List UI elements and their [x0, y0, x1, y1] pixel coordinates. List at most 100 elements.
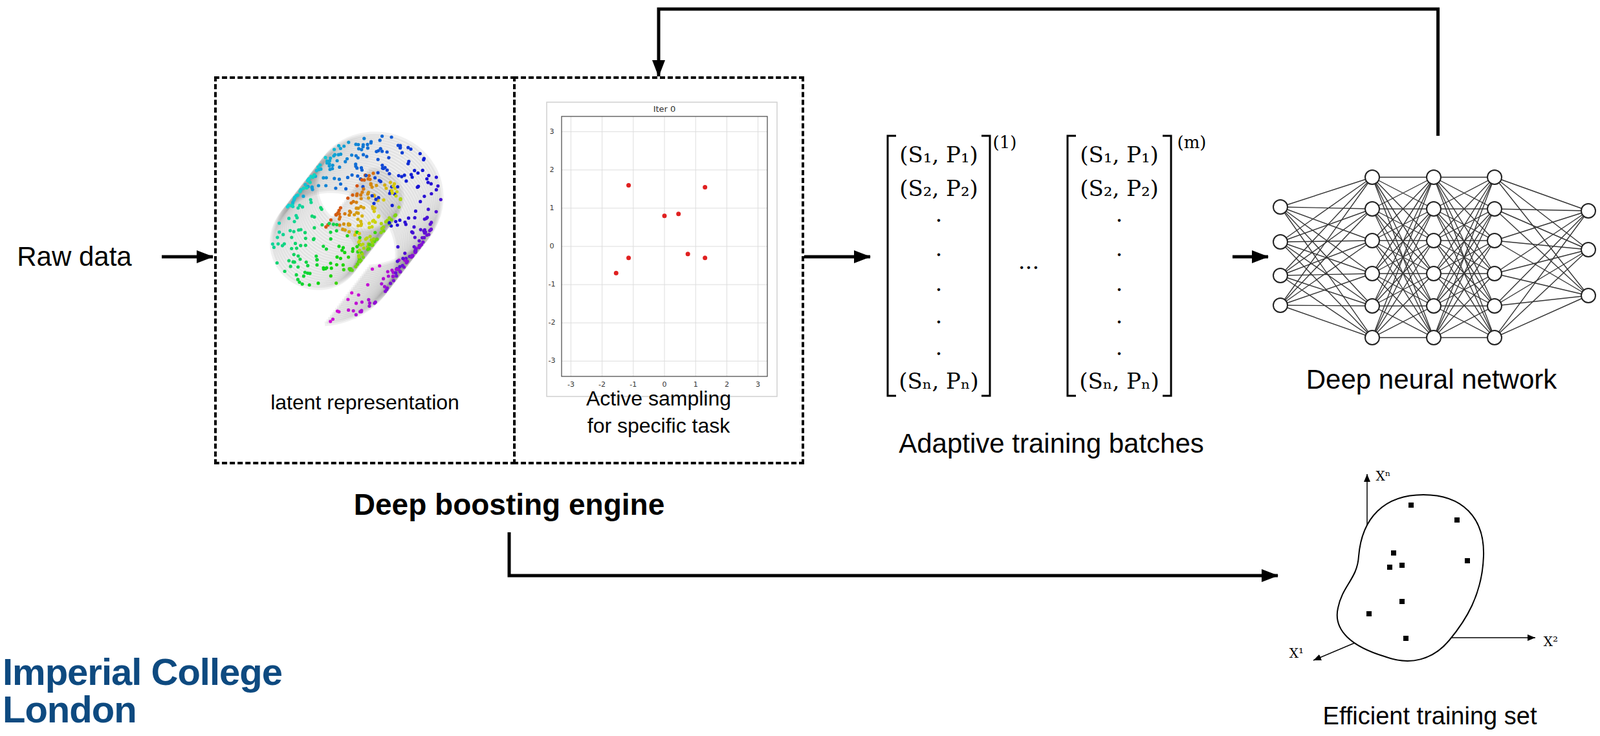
latent-point — [362, 246, 366, 250]
institution-logo: Imperial College London — [2, 653, 307, 729]
latent-point — [295, 273, 299, 277]
latent-point — [388, 282, 393, 286]
grid-line — [561, 169, 768, 171]
network-edge — [1280, 241, 1373, 307]
network-edge — [1280, 305, 1373, 307]
latent-point — [394, 271, 398, 275]
network-neuron — [1365, 266, 1380, 281]
latent-point — [342, 144, 346, 148]
latent-point — [401, 256, 405, 261]
latent-point — [289, 247, 294, 251]
latent-point — [301, 194, 305, 198]
latent-point — [343, 159, 347, 164]
roll-surface — [310, 141, 437, 275]
latent-point — [320, 207, 324, 211]
network-edge — [1433, 240, 1495, 338]
latent-point — [397, 265, 402, 269]
latent-point — [367, 247, 371, 251]
latent-point — [355, 166, 359, 170]
grid-line — [561, 246, 768, 248]
latent-point — [347, 223, 351, 227]
latent-point — [333, 153, 337, 157]
tick-label: 2 — [724, 381, 730, 390]
latent-point — [339, 152, 343, 156]
latent-point — [291, 200, 295, 204]
network-neuron — [1273, 298, 1288, 313]
latent-point — [369, 139, 373, 143]
latent-point — [357, 249, 362, 253]
network-neuron — [1365, 298, 1380, 314]
latent-point — [395, 223, 400, 227]
latent-point — [357, 231, 362, 235]
latent-point — [356, 223, 360, 228]
network-edge — [1280, 305, 1373, 338]
network-neuron — [1581, 242, 1596, 257]
latent-point — [335, 159, 340, 163]
latent-point — [293, 241, 297, 246]
latent-point — [426, 181, 430, 185]
network-edge — [1372, 306, 1434, 338]
latent-point — [364, 237, 368, 241]
network-neuron — [1426, 330, 1441, 345]
network-edge — [1433, 273, 1495, 338]
matrix-entry: (S₂, P₂) — [899, 175, 979, 202]
latent-point — [332, 147, 336, 151]
latent-point — [355, 174, 360, 178]
latent-point — [386, 155, 391, 160]
latent-point — [354, 313, 358, 317]
latent-point — [390, 191, 395, 195]
latent-point — [321, 175, 325, 180]
latent-point — [394, 213, 398, 217]
latent-point — [394, 219, 398, 224]
latent-point — [328, 319, 332, 323]
network-neuron — [1487, 170, 1502, 185]
network-edge — [1280, 177, 1373, 242]
network-edge — [1494, 249, 1589, 307]
flow-arrow — [804, 255, 871, 259]
latent-point — [346, 297, 350, 301]
plot-image — [546, 102, 778, 397]
matrix-entry: . — [1116, 271, 1124, 297]
network-neuron — [1487, 298, 1502, 314]
sample-point — [626, 183, 631, 188]
latent-point — [414, 249, 418, 253]
latent-point — [275, 236, 279, 240]
network-edge — [1280, 208, 1373, 242]
latent-point — [346, 308, 351, 312]
latent-point — [335, 263, 339, 267]
network-edge — [1494, 177, 1589, 250]
network-edge — [1494, 249, 1589, 338]
network-edge — [1494, 249, 1589, 274]
latent-point — [334, 212, 338, 217]
latent-point — [328, 230, 332, 235]
latent-point — [406, 216, 411, 220]
network-edge — [1372, 208, 1434, 338]
network-neuron — [1487, 330, 1502, 345]
latent-point — [283, 269, 287, 274]
latent-point — [417, 245, 421, 250]
latent-point — [315, 263, 319, 267]
training-set-box: Efficient training set — [1277, 465, 1582, 733]
latent-point — [307, 283, 312, 287]
latent-point — [329, 266, 334, 270]
network-edge — [1372, 177, 1434, 307]
latent-point — [355, 210, 359, 215]
network-neuron — [1581, 203, 1596, 219]
data-manifold — [1337, 494, 1484, 662]
latent-point — [375, 237, 379, 241]
network-edge — [1372, 177, 1434, 241]
latent-point — [385, 150, 389, 154]
network-edge — [1433, 177, 1495, 209]
latent-point — [373, 175, 377, 180]
network-edge — [1433, 306, 1495, 338]
latent-point — [339, 206, 343, 210]
latent-point — [346, 255, 351, 259]
latent-point — [400, 151, 404, 155]
matrix-entry: . — [935, 236, 943, 262]
latent-point — [316, 281, 320, 285]
latent-point — [376, 171, 380, 175]
latent-point — [361, 242, 365, 246]
selected-sample — [1387, 564, 1393, 570]
network-edge — [1494, 210, 1589, 307]
network-edge — [1372, 177, 1434, 338]
